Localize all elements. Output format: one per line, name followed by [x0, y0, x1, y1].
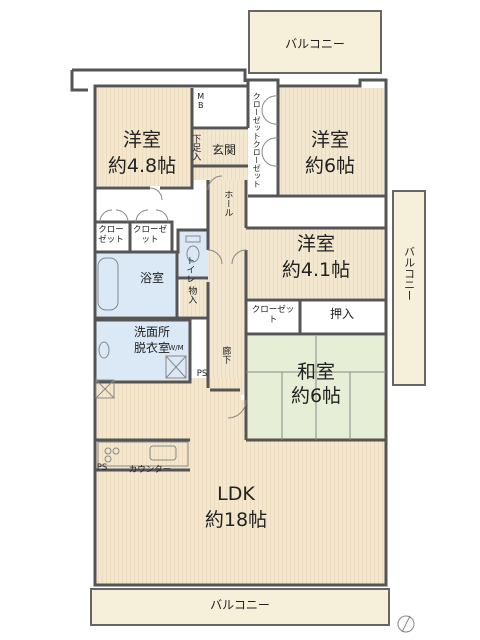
genkan-label: 玄関 [211, 143, 236, 157]
bath-floor [95, 252, 177, 316]
closet-bed2-b-label: クローゼット [252, 140, 262, 188]
bed3-floor [246, 228, 384, 298]
wash-floor [95, 320, 191, 380]
closet-bed3-label: クローゼット [251, 305, 295, 325]
washitsu-size: 約6帖 [290, 385, 342, 407]
ldk-name: LDK [217, 483, 255, 505]
closet-bed1-b-label: クローゼット [132, 225, 167, 245]
corridor-label: 廊下 [220, 346, 231, 364]
bed2-size: 約6帖 [304, 155, 356, 177]
bed3-name: 洋室 [296, 233, 335, 255]
bed1-floor [95, 88, 193, 186]
balcony-bottom-label: バルコニー [210, 598, 270, 612]
bath-label: 浴室 [139, 271, 164, 285]
wash-label-2: 脱衣室 [133, 341, 170, 355]
counter-label: カウンター [128, 465, 172, 475]
ldk-size: 約18帖 [204, 509, 268, 531]
balcony-top [248, 10, 382, 74]
balcony-top-label: バルコニー [285, 37, 345, 51]
bed2-name: 洋室 [310, 129, 349, 151]
toilet-label: トイレ [184, 256, 195, 283]
closet-oshiire [300, 302, 384, 332]
toilet-floor [178, 230, 208, 278]
wash-label-1: 洗面所 [133, 325, 170, 339]
washitsu-floor [246, 336, 384, 438]
oshiire-label: 押入 [329, 307, 354, 321]
bed2-floor [278, 88, 384, 194]
wm-mark: W/M [168, 344, 184, 352]
ps-mark-2: PS [96, 463, 108, 473]
bed1-size: 約4.8帖 [107, 155, 177, 177]
genkan-floor [192, 130, 248, 180]
balcony-right [392, 190, 426, 386]
mb-mark: MB [196, 92, 206, 110]
storage-label: 物入 [186, 286, 197, 304]
bed3-size: 約4.1帖 [281, 259, 351, 281]
closet-bed2-a-label: クローゼット [252, 92, 262, 140]
washitsu-name: 和室 [296, 361, 335, 383]
storage-floor [180, 280, 208, 316]
balcony-right-label: バルコニー [402, 246, 416, 301]
hall-floor [206, 165, 246, 395]
shoebox-label: 下足入 [190, 134, 201, 161]
closet-bed1-a-label: クローゼット [98, 225, 124, 245]
balcony-bottom [90, 588, 390, 626]
bed1-name: 洋室 [122, 129, 161, 151]
ps-mark-1: PS [196, 369, 208, 379]
hall-label: ホール [222, 190, 233, 217]
